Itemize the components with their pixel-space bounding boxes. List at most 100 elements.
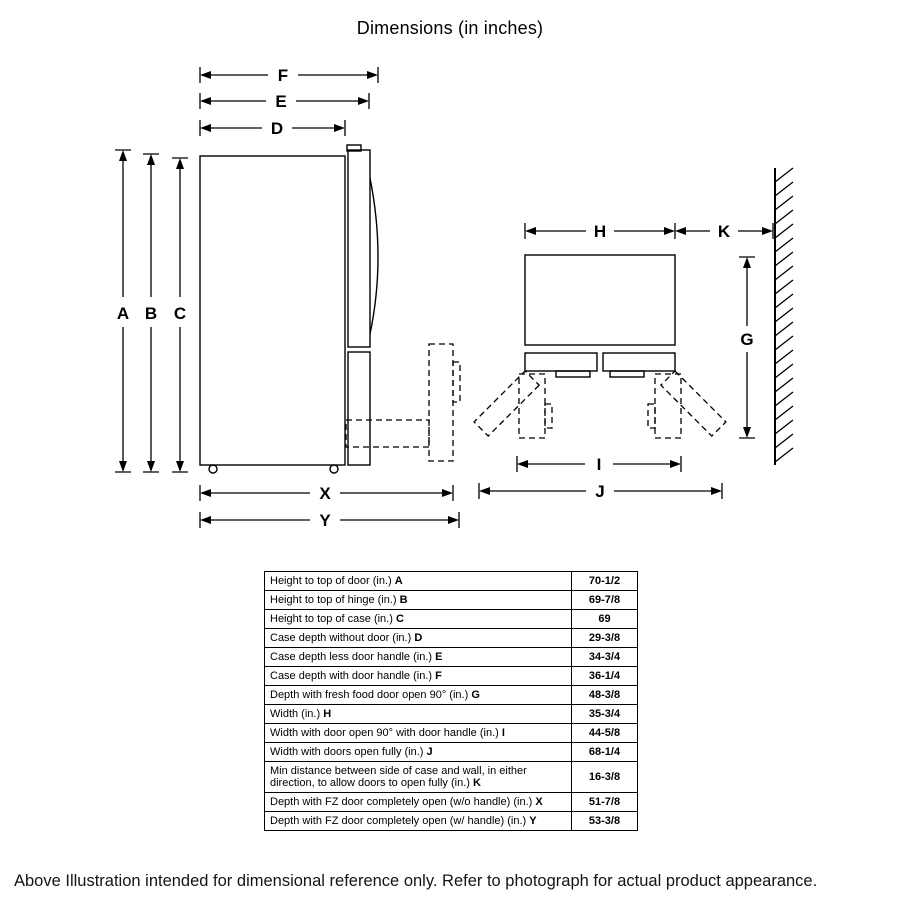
row-value: 48-3/8 [571,685,638,705]
row-label: Depth with FZ door completely open (w/o … [270,796,533,808]
row-label-cell: Depth with FZ door completely open (w/o … [264,792,572,812]
dim-label-e: E [275,92,286,111]
row-label-cell: Width with door open 90° with door handl… [264,723,572,743]
row-label: Depth with FZ door completely open (w/ h… [270,815,527,827]
row-value: 29-3/8 [571,628,638,648]
freezer-door-open-handle [452,361,461,403]
row-label-cell: Case depth with door handle (in.) F [264,666,572,686]
row-letter: I [501,727,505,739]
row-value: 16-3/8 [571,761,638,793]
right-door-open-90 [654,373,682,439]
dim-arrow-h: H [524,222,676,241]
table-row: Case depth less door handle (in.) E 34-3… [264,647,638,667]
row-label: Min distance between side of case and wa… [270,765,527,789]
table-row: Case depth with door handle (in.) F 36-1… [264,666,638,686]
row-label: Depth with fresh food door open 90° (in.… [270,689,469,701]
row-value: 34-3/4 [571,647,638,667]
dim-arrow-c: C [172,157,188,473]
row-label: Case depth less door handle (in.) [270,651,433,663]
table-row: Height to top of door (in.) A 70-1/2 [264,571,638,591]
refrigerator-case-side [199,155,346,466]
row-value: 35-3/4 [571,704,638,724]
rear-wheel-icon [329,464,339,474]
row-label-cell: Width with doors open fully (in.) J [264,742,572,762]
left-door-open-90-handle [544,403,553,429]
row-label-cell: Width (in.) H [264,704,572,724]
row-value: 36-1/4 [571,666,638,686]
dim-label-a: A [117,304,129,323]
dim-arrow-y: Y [199,511,460,530]
dimension-diagram: F E D A B C [115,66,794,530]
dim-arrow-f: F [199,66,379,85]
table-row: Depth with FZ door completely open (w/o … [264,792,638,812]
dim-arrow-b: B [143,153,159,473]
table-row: Width with doors open fully (in.) J 68-1… [264,742,638,762]
right-door-open-90-handle [647,403,656,429]
page-title: Dimensions (in inches) [356,18,544,38]
table-row: Width with door open 90° with door handl… [264,723,638,743]
dim-arrow-i: I [516,455,682,474]
fresh-food-door-side [347,149,371,348]
right-door-closed [602,352,676,372]
row-label-cell: Height to top of door (in.) A [264,571,572,591]
row-value: 69-7/8 [571,590,638,610]
row-label-cell: Case depth less door handle (in.) E [264,647,572,667]
row-label: Width with door open 90° with door handl… [270,727,499,739]
right-door-open-full [659,370,727,437]
wall-hatch [774,167,794,463]
dim-label-b: B [145,304,157,323]
table-row: Depth with fresh food door open 90° (in.… [264,685,638,705]
left-door-closed [524,352,598,372]
drawer-glide [345,419,430,448]
left-door-handle [555,370,591,378]
dim-label-x: X [319,484,331,503]
row-value: 69 [571,609,638,629]
dim-arrow-a: A [115,149,131,473]
freezer-drawer-front [347,351,371,466]
row-letter: E [435,651,443,663]
row-value: 51-7/8 [571,792,638,812]
row-label: Height to top of case (in.) [270,613,393,625]
row-letter: X [535,796,543,808]
dim-arrow-k: K [675,222,774,241]
table-row: Min distance between side of case and wa… [264,761,638,793]
row-letter: J [426,746,433,758]
row-label: Width with doors open fully (in.) [270,746,424,758]
table-row: Height to top of hinge (in.) B 69-7/8 [264,590,638,610]
row-label: Case depth with door handle (in.) [270,670,433,682]
front-wheel-icon [208,464,218,474]
dimensions-table: Height to top of door (in.) A 70-1/2 Hei… [264,571,638,831]
left-door-open-90 [518,373,546,439]
row-value: 68-1/4 [571,742,638,762]
row-letter: Y [529,815,537,827]
row-letter: C [395,613,404,625]
table-row: Case depth without door (in.) D 29-3/8 [264,628,638,648]
row-value: 70-1/2 [571,571,638,591]
row-label: Case depth without door (in.) [270,632,412,644]
dim-label-j: J [595,482,604,501]
side-view [199,144,461,474]
freezer-door-open [428,343,454,462]
row-label: Width (in.) [270,708,321,720]
top-hinge [346,144,362,152]
top-view [473,167,794,465]
row-label: Height to top of door (in.) [270,575,392,587]
row-label: Height to top of hinge (in.) [270,594,397,606]
row-label-cell: Height to top of hinge (in.) B [264,590,572,610]
row-letter: K [473,777,481,789]
row-value: 53-3/8 [571,811,638,831]
row-letter: A [394,575,403,587]
dim-label-g: G [740,330,753,349]
row-label-cell: Case depth without door (in.) D [264,628,572,648]
dim-label-f: F [278,66,288,85]
refrigerator-case-top [524,254,676,346]
row-value: 44-5/8 [571,723,638,743]
row-letter: G [471,689,480,701]
dim-label-h: H [594,222,606,241]
footer-note: Above Illustration intended for dimensio… [14,872,818,890]
dim-arrow-d: D [199,119,346,138]
row-letter: H [323,708,332,720]
dim-arrow-g: G [739,256,755,439]
door-handle-side [369,177,379,335]
